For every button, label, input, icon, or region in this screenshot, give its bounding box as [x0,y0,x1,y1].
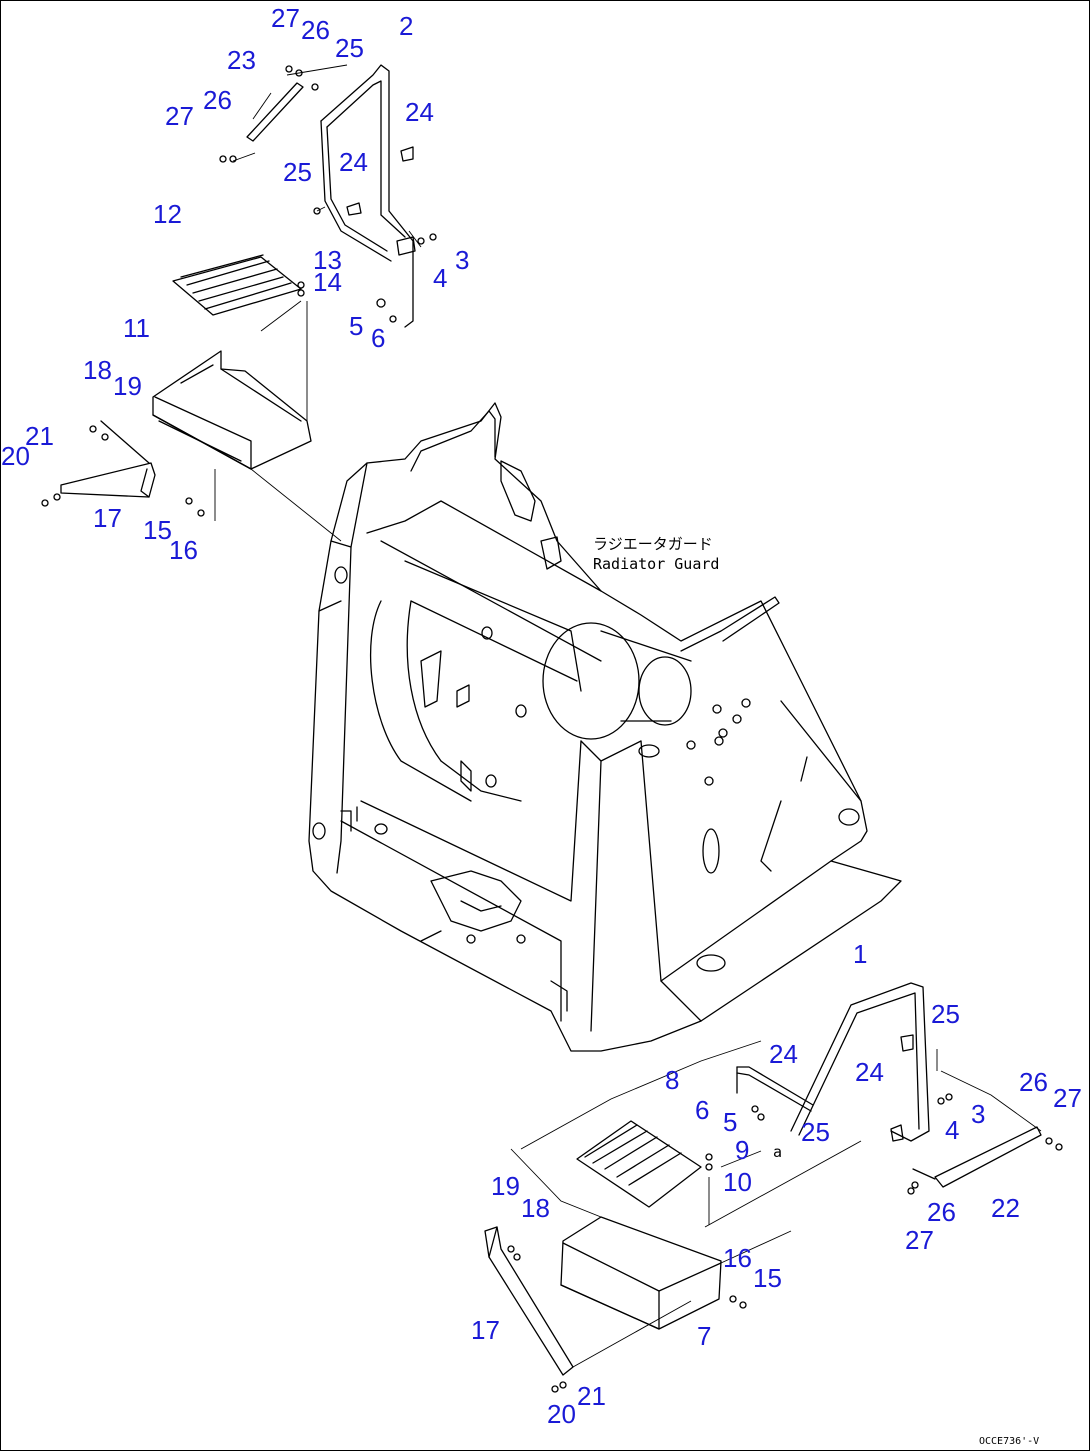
callout-12: 12 [153,199,182,229]
callout-15: 15 [753,1263,782,1293]
callout-24: 24 [339,147,368,177]
callout-19: 19 [491,1171,520,1201]
callout-5: 5 [723,1107,738,1137]
callout-19: 19 [113,371,142,401]
callout-20: 20 [1,441,30,471]
callout-10: 10 [723,1167,752,1197]
callout-25: 25 [283,157,312,187]
lower-handrail-assembly [736,982,1042,1188]
callout-18: 18 [521,1193,550,1223]
fastener-hardware [41,65,1063,1393]
callout-4: 4 [945,1115,960,1145]
radiator-guard-label-jp: ラジエータガード [593,535,713,553]
callout-26: 26 [301,15,330,45]
callout-16: 16 [169,535,198,565]
callout-26: 26 [1019,1067,1048,1097]
callout-17: 17 [93,503,122,533]
callout-6: 6 [371,323,386,353]
callout-21: 21 [577,1381,606,1411]
callout-16: 16 [723,1243,752,1273]
callout-24: 24 [405,97,434,127]
callout-25: 25 [931,999,960,1029]
callout-6: 6 [695,1095,710,1125]
callout-11: 11 [123,313,150,343]
leader-lines [214,64,1042,1368]
callout-27: 27 [1053,1083,1082,1113]
callout-24: 24 [769,1039,798,1069]
callout-9: 9 [735,1135,750,1165]
small-mark: a [773,1143,783,1161]
callout-27: 27 [271,3,300,33]
callout-25: 25 [801,1117,830,1147]
callout-3: 3 [971,1099,986,1129]
callout-18: 18 [83,355,112,385]
callout-25: 25 [335,33,364,63]
drawing-code: OCCE736'-V [979,1436,1040,1447]
callout-13: 13 [313,245,342,275]
callout-1: 1 [853,939,868,969]
callout-27: 27 [905,1225,934,1255]
radiator-guard-frame [308,402,902,1052]
callout-17: 17 [471,1315,500,1345]
callout-24: 24 [855,1057,884,1087]
callout-5: 5 [349,311,364,341]
callout-4: 4 [433,263,448,293]
radiator-guard-label-en: Radiator Guard [593,555,720,573]
upper-handrail-assembly [246,64,416,328]
callout-26: 26 [203,85,232,115]
callout-3: 3 [455,245,470,275]
callout-26: 26 [927,1197,956,1227]
callout-2: 2 [399,11,414,41]
callout-20: 20 [547,1399,576,1429]
callout-23: 23 [227,45,256,75]
callout-7: 7 [697,1321,712,1351]
callout-22: 22 [991,1193,1020,1223]
callout-21: 21 [25,421,54,451]
callout-8: 8 [665,1065,680,1095]
callout-15: 15 [143,515,172,545]
upper-step-assembly [60,254,312,498]
callout-14: 14 [313,267,342,297]
callout-27: 27 [165,101,194,131]
